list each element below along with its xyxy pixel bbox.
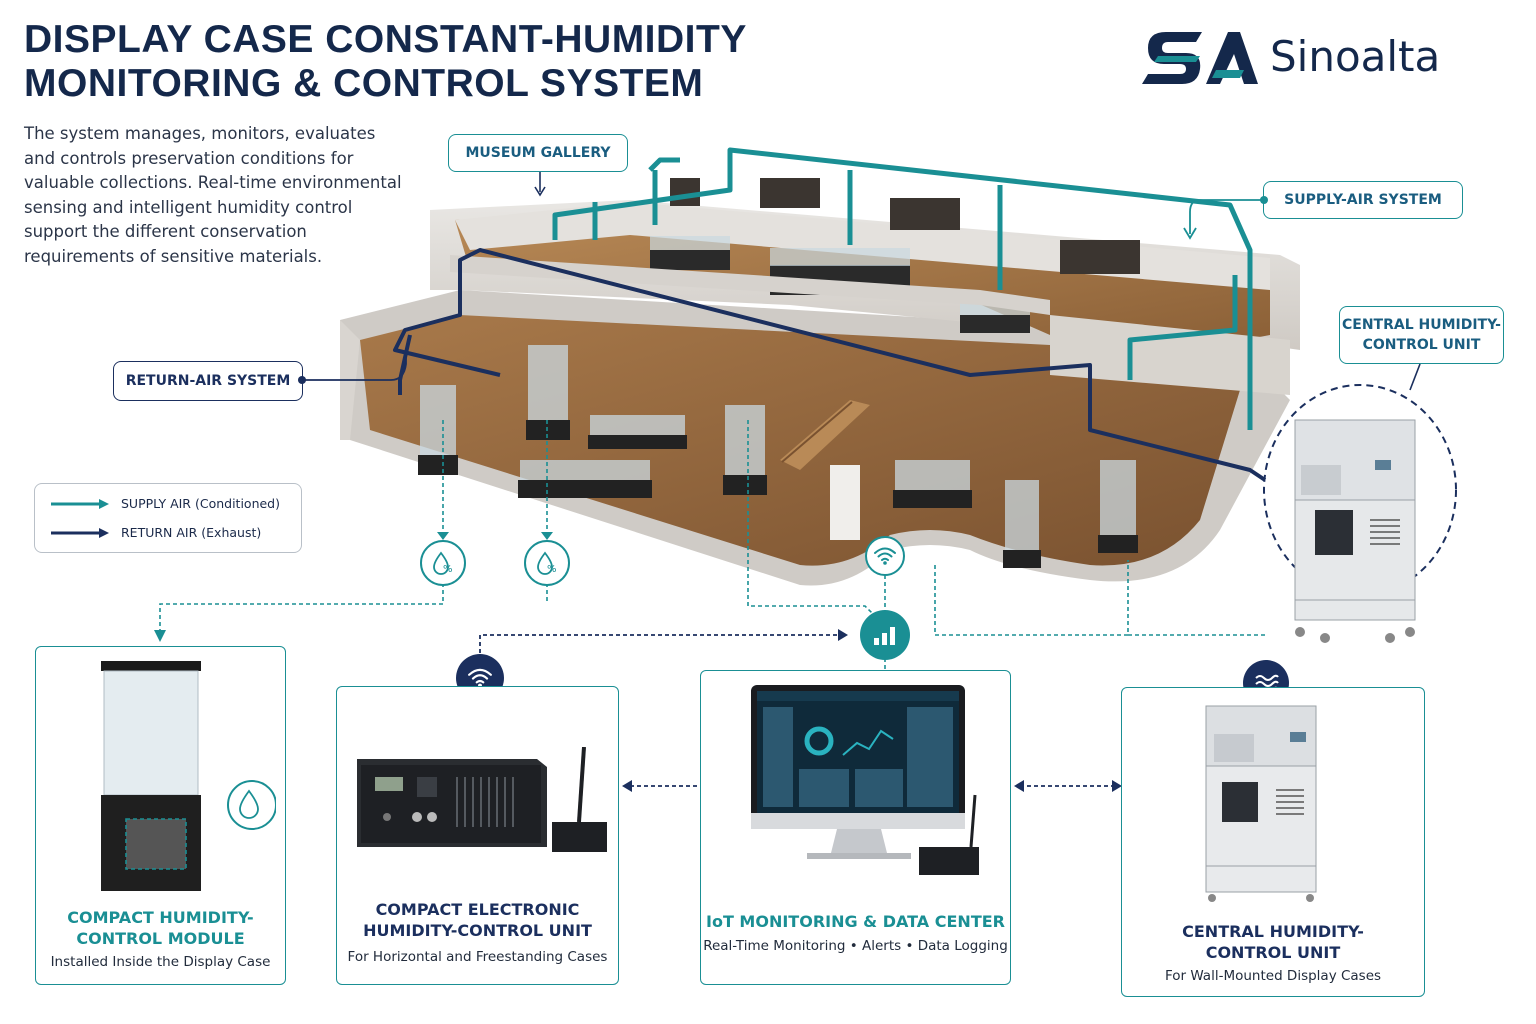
- svg-text:%: %: [547, 564, 557, 575]
- return-air-callout: RETURN-AIR SYSTEM: [113, 361, 303, 401]
- card-compact-module: COMPACT HUMIDITY- CONTROL MODULE Install…: [35, 646, 286, 985]
- card-subtitle: Installed Inside the Display Case: [50, 954, 271, 970]
- electronic-unit-illustration: [357, 747, 607, 852]
- card-title: IoT MONITORING & DATA CENTER: [706, 912, 1005, 931]
- staircase: [780, 400, 870, 470]
- lower-display-cases: [418, 345, 1138, 568]
- museum-gallery-callout: MUSEUM GALLERY: [448, 134, 628, 172]
- supply-air-pointer: [1183, 196, 1268, 240]
- card-subtitle: Real-Time Monitoring • Alerts • Data Log…: [703, 938, 1008, 954]
- legend-supply: SUPPLY AIR (Conditioned): [49, 496, 280, 511]
- card-title: COMPACT ELECTRONIC HUMIDITY-CONTROL UNIT: [363, 900, 592, 940]
- card-electronic-unit: COMPACT ELECTRONIC HUMIDITY-CONTROL UNIT…: [336, 686, 619, 985]
- central-unit-callout: CENTRAL HUMIDITY- CONTROL UNIT: [1339, 306, 1504, 364]
- iot-monitor-illustration: [751, 685, 979, 875]
- brand-logo: [1140, 26, 1510, 90]
- supply-arrow-icon: [51, 498, 109, 509]
- central-unit-illustration: [1205, 705, 1317, 902]
- brand-name: Sinoalta: [1270, 32, 1441, 81]
- title-line-1: DISPLAY CASE CONSTANT-HUMIDITY: [24, 18, 747, 61]
- return-arrow-icon: [51, 527, 109, 538]
- card-title: CENTRAL HUMIDITY- CONTROL UNIT: [1182, 922, 1364, 962]
- return-air-ducts: [393, 248, 1267, 482]
- supply-air-ducts: [552, 147, 1253, 430]
- bar-chart-icon: [860, 610, 910, 660]
- wifi-sensor-icon: [865, 536, 905, 576]
- card-subtitle: For Horizontal and Freestanding Cases: [347, 949, 608, 965]
- supply-air-callout: SUPPLY-AIR SYSTEM: [1263, 181, 1463, 219]
- page-title: DISPLAY CASE CONSTANT-HUMIDITY MONITORIN…: [24, 18, 824, 106]
- card-title: COMPACT HUMIDITY- CONTROL MODULE: [67, 908, 254, 948]
- museum-gallery-pointer: [534, 172, 546, 197]
- central-humidity-unit-illustration: [1263, 363, 1457, 643]
- card-iot-center: IoT MONITORING & DATA CENTER Real-Time M…: [700, 670, 1011, 985]
- svg-text:%: %: [443, 564, 453, 575]
- legend-return: RETURN AIR (Exhaust): [49, 525, 261, 540]
- return-air-pointer: [298, 352, 407, 384]
- humidity-sensor-icon: %: [524, 540, 570, 586]
- card-central-unit: CENTRAL HUMIDITY- CONTROL UNIT For Wall-…: [1121, 687, 1425, 997]
- display-case-illustration: [101, 661, 276, 891]
- sa-logo-mark-icon: [1142, 32, 1258, 84]
- airflow-legend: SUPPLY AIR (Conditioned) RETURN AIR (Exh…: [34, 483, 302, 553]
- card-subtitle: For Wall-Mounted Display Cases: [1164, 968, 1382, 984]
- title-line-2: MONITORING & CONTROL SYSTEM: [24, 62, 704, 105]
- intro-text: The system manages, monitors, evaluates …: [24, 124, 402, 266]
- humidity-sensor-icon: %: [420, 540, 466, 586]
- museum-building-cutaway: [340, 147, 1300, 586]
